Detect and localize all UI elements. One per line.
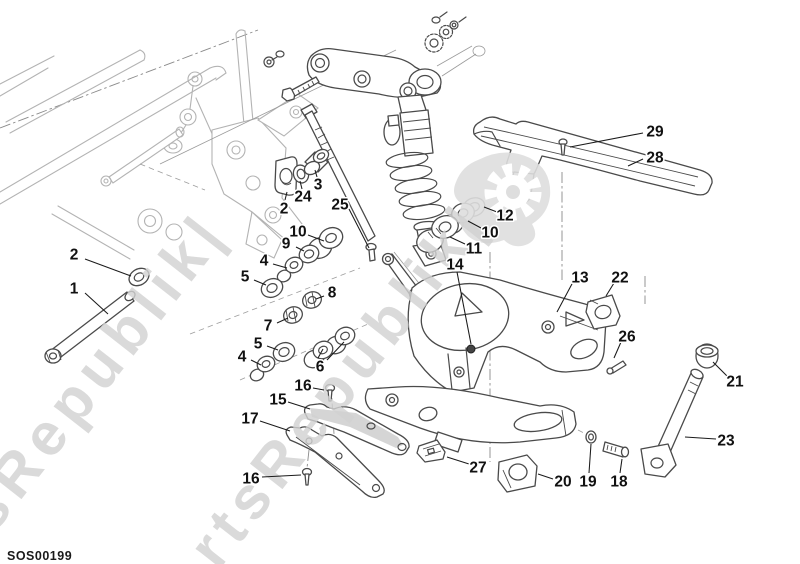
leader-line [449,236,466,245]
part-label-26: 26 [618,329,636,346]
leader-line [446,456,470,465]
part-label-4: 4 [260,253,269,270]
part-label-17: 17 [241,411,258,428]
leader-line [348,208,370,249]
adjuster-parts-art [416,429,630,493]
rocker-arm-art [263,11,486,102]
part-label-3: 3 [314,177,323,194]
gear-icon [484,163,542,221]
part-label-18: 18 [610,474,628,491]
part-label-15: 15 [269,392,287,409]
part-label-16: 16 [242,471,260,488]
leader-line [317,348,324,359]
leader-line [84,292,109,315]
part-label-13: 13 [571,270,589,287]
part-label-12: 12 [496,208,513,225]
drawing-code: SOS00199 [7,549,72,563]
part-label-9: 9 [282,236,291,253]
axle-parts-art [585,294,719,478]
leader-line [250,359,262,366]
part-label-27: 27 [469,460,486,477]
leader-line [613,341,622,359]
leader-line [588,443,592,474]
leader-line [326,341,345,361]
leader-line [295,246,305,252]
leader-line [84,258,132,277]
leader-line [284,191,288,201]
part-label-19: 19 [579,474,597,491]
leader-line [456,271,472,345]
part-label-11: 11 [466,241,483,258]
leader-line [253,279,267,286]
leader-line [287,401,311,410]
part-label-20: 20 [554,474,571,491]
leader-line [276,317,289,324]
part-label-23: 23 [717,433,735,450]
push-rod-art [300,103,377,262]
leader-line [307,234,325,242]
motorcycle-frame-art [0,29,369,381]
part-label-24: 24 [294,189,312,206]
part-label-7: 7 [264,318,273,335]
leader-line [627,158,644,167]
part-label-28: 28 [646,150,664,167]
leader-line [605,282,615,297]
leader-line [483,206,498,213]
chain-slider-art [285,383,410,499]
part-label-5: 5 [254,336,263,353]
leader-line [684,436,717,440]
pivot-shaft-art [44,267,150,364]
leader-line [261,474,302,478]
part-label-10: 10 [481,225,498,242]
part-label-21: 21 [726,374,744,391]
leader-line [259,420,291,432]
leader-line [299,180,303,190]
leader-line [537,473,554,480]
part-label-25: 25 [331,197,349,214]
part-label-6: 6 [316,359,325,376]
bushing-stack-art [249,226,356,382]
part-label-4: 4 [238,349,247,366]
swingarm-bolt-art [466,344,476,354]
leader-line [314,169,318,178]
leader-line [266,345,279,351]
part-label-14: 14 [446,257,464,274]
part-label-1: 1 [70,281,79,298]
part-label-22: 22 [611,270,628,287]
part-label-2: 2 [280,201,289,218]
part-label-29: 29 [646,124,664,141]
leader-line [315,295,325,300]
part-label-2: 2 [70,247,79,264]
leader-line [556,281,574,313]
swingarm-art [364,271,607,453]
part-label-16: 16 [294,378,312,395]
part-label-10: 10 [289,224,306,241]
leader-line [569,132,644,148]
part-label-5: 5 [241,269,250,286]
leader-line [312,387,325,391]
leader-line [272,263,288,269]
leader-line [712,361,728,377]
leader-line [467,220,482,229]
part-label-8: 8 [328,285,337,302]
leader-line [619,458,623,474]
